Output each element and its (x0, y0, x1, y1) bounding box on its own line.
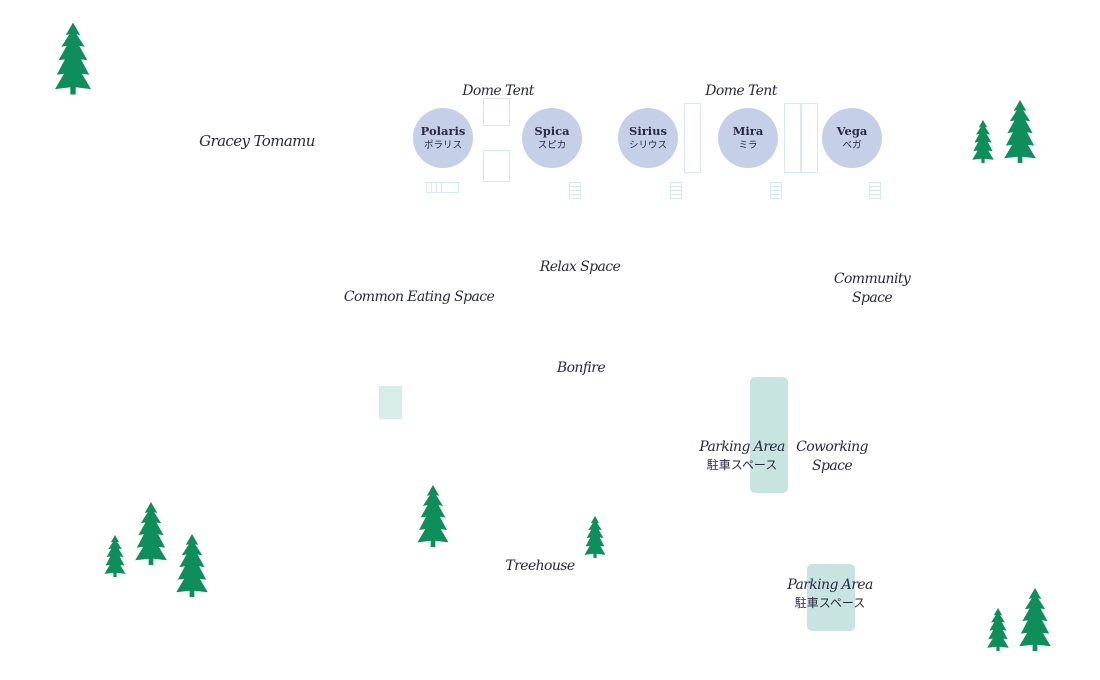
community-space-label: Community Space (833, 270, 911, 308)
tent-name-ja: ミラ (738, 139, 758, 151)
ladder-icon (770, 182, 782, 199)
tent-name: Vega (836, 123, 868, 138)
pine-tree-icon (55, 20, 91, 97)
dome-tent-label: Dome Tent (705, 83, 777, 99)
deck-outline (784, 103, 801, 173)
deck-outline (483, 150, 510, 182)
tent-name-ja: スピカ (537, 139, 567, 151)
site-title: Gracey Tomamu (199, 132, 315, 150)
tent-vega[interactable]: Vega ベガ (822, 108, 882, 168)
tent-name-ja: シリウス (628, 139, 667, 151)
tent-name-ja: ベガ (842, 139, 862, 151)
tent-sirius[interactable]: Sirius シリウス (618, 108, 678, 168)
pine-tree-icon (100, 535, 130, 577)
deck-outline (483, 98, 510, 126)
parking-area-label: Parking Area 駐車スペース (699, 438, 785, 473)
coworking-space-line1: Coworking (796, 439, 868, 455)
bonfire-label: Bonfire (556, 360, 606, 376)
parking-area-ja: 駐車スペース (706, 457, 778, 472)
common-eating-space-label: Common Eating Space (343, 289, 495, 305)
parking-area-en: Parking Area (787, 577, 873, 593)
ladder-icon (869, 182, 881, 199)
small-structure (379, 386, 402, 419)
community-space-line2: Space (851, 289, 893, 306)
tent-name: Sirius (629, 123, 667, 138)
dome-tent-label: Dome Tent (462, 83, 534, 99)
pine-tree-icon (983, 608, 1013, 651)
pine-tree-icon (131, 502, 171, 565)
pine-tree-icon (1000, 100, 1040, 163)
pine-tree-icon (172, 534, 212, 597)
parking-area-block (750, 377, 788, 493)
tent-name: Mira (732, 123, 764, 138)
ladder-icon (670, 182, 682, 199)
bench-icon (426, 182, 459, 193)
tent-name-ja: ポラリス (423, 139, 462, 151)
parking-area-en: Parking Area (699, 439, 785, 455)
coworking-space-line2: Space (811, 457, 853, 474)
pine-tree-icon (1015, 588, 1055, 651)
parking-area-block (807, 564, 855, 631)
community-space-line1: Community (833, 271, 911, 287)
coworking-space-label: Coworking Space (796, 438, 868, 476)
relax-space-label: Relax Space (539, 259, 621, 275)
pine-tree-icon (581, 516, 609, 558)
pine-tree-icon (413, 485, 453, 547)
tent-mira[interactable]: Mira ミラ (718, 108, 778, 168)
tent-polaris[interactable]: Polaris ポラリス (413, 108, 473, 168)
pine-tree-icon (968, 120, 998, 163)
ladder-icon (569, 182, 581, 199)
deck-outline (684, 103, 701, 173)
tent-spica[interactable]: Spica スピカ (522, 108, 582, 168)
parking-area-label: Parking Area 駐車スペース (787, 576, 873, 611)
tent-name: Spica (534, 123, 570, 138)
treehouse-label: Treehouse (505, 558, 575, 574)
parking-area-ja: 駐車スペース (794, 595, 866, 610)
deck-outline (801, 103, 818, 173)
tent-name: Polaris (420, 123, 466, 138)
